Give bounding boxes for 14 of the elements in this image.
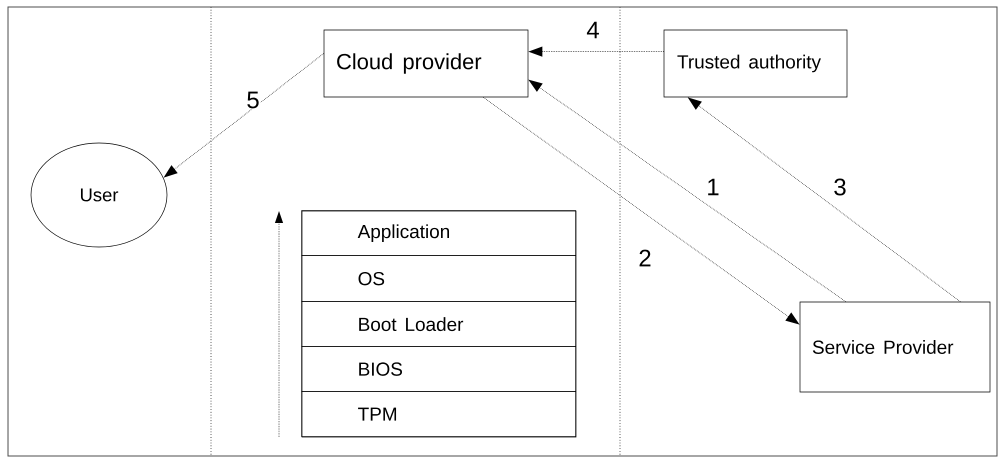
layer-box: TPM xyxy=(301,391,576,437)
edge-label: 2 xyxy=(640,250,650,266)
stack-box xyxy=(302,210,576,438)
process-box: Trusted authority xyxy=(664,30,848,98)
edge-label: 5 xyxy=(247,92,259,108)
layer-box: BIOS xyxy=(301,346,576,392)
layer-box: Application xyxy=(301,210,576,256)
process-box: Cloud provider xyxy=(324,30,528,98)
layer-box: OS xyxy=(301,255,576,302)
edge-label: 1 xyxy=(708,178,718,196)
layer-box: Boot Loader xyxy=(301,301,576,347)
edge-label: 4 xyxy=(586,22,599,38)
process-box: Service Provider xyxy=(800,302,990,392)
edge-label: 3 xyxy=(834,178,846,196)
